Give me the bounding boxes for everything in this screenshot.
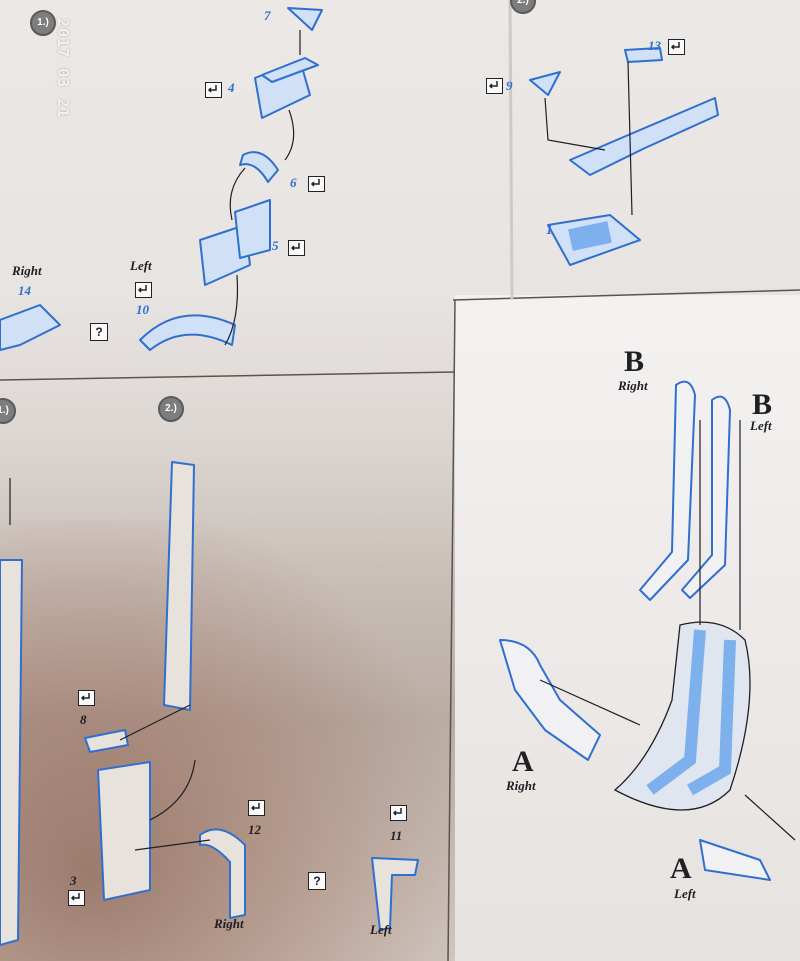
glue-icon (308, 176, 325, 192)
callout-b-letter: B (752, 388, 773, 421)
label-left: Left (130, 258, 152, 273)
glue-icon (68, 890, 85, 906)
bottom-right-panel (455, 295, 800, 961)
label-right: Right (12, 263, 42, 278)
glue-icon (288, 240, 305, 256)
part-number: 4 (228, 80, 235, 95)
label-left: Left (750, 418, 772, 433)
glue-icon (390, 805, 407, 821)
date-stamp: 2017 03 21 (54, 18, 72, 119)
step-badge: 1.) (30, 10, 56, 36)
part-number: 3 (70, 873, 77, 888)
part-number: 10 (136, 302, 149, 317)
unknown-part-marker: ? (90, 323, 108, 341)
glue-icon (486, 78, 503, 94)
glue-icon (205, 82, 222, 98)
part-number: 5 (272, 238, 279, 253)
glue-icon (248, 800, 265, 816)
part-number: 6 (290, 175, 297, 190)
part-number: 1 (546, 222, 553, 237)
label-right: Right (214, 916, 244, 931)
callout-a-letter: A (670, 852, 692, 885)
part-number: 14 (18, 283, 31, 298)
part-number: 11 (390, 828, 403, 843)
glue-icon (135, 282, 152, 298)
label-left: Left (370, 922, 392, 937)
part-number: 8 (80, 712, 87, 727)
step-badge: 2.) (158, 396, 184, 422)
part-number: 9 (506, 78, 513, 93)
part-number: 7 (264, 8, 271, 23)
label-left: Left (674, 886, 696, 901)
glue-icon (78, 690, 95, 706)
glue-icon (668, 39, 685, 55)
callout-b-letter: B (624, 345, 645, 378)
callout-a-letter: A (512, 745, 534, 778)
part-number: 13 (648, 38, 661, 53)
label-right: Right (506, 778, 536, 793)
unknown-part-marker: ? (308, 872, 326, 890)
step-badge: 1.) (0, 398, 16, 424)
label-right: Right (618, 378, 648, 393)
part-number: 12 (248, 822, 261, 837)
